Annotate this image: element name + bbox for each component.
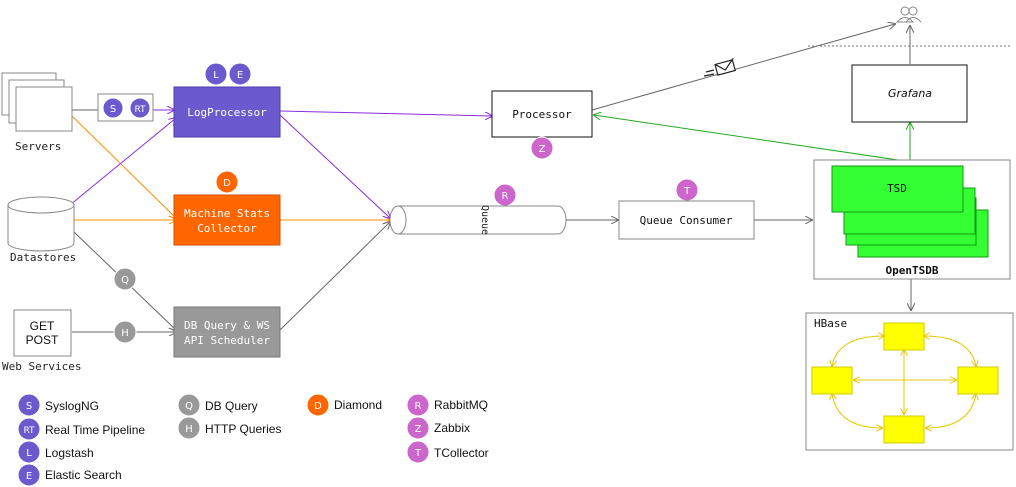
legend-syslogng: SyslogNG xyxy=(45,399,99,413)
hbase-node-right xyxy=(957,366,999,395)
logprocessor-label: LogProcessor xyxy=(187,106,267,119)
web-box-get: GET xyxy=(30,319,55,333)
legend-dbquery: DB Query xyxy=(205,399,258,413)
dbquery-line2: API Scheduler xyxy=(184,334,270,347)
grafana-node xyxy=(851,64,968,123)
legend-zabbix: Zabbix xyxy=(434,421,470,435)
badge-d-text: D xyxy=(223,178,231,189)
grafana-label: Grafana xyxy=(888,87,932,100)
machine-stats-line2: Collector xyxy=(197,222,257,235)
badge-q-text: Q xyxy=(121,275,129,286)
badge-z xyxy=(530,136,554,160)
edge-dbquery-to-queue xyxy=(279,222,390,331)
legend-badge-rt xyxy=(17,417,41,441)
legend-badge-s xyxy=(17,393,41,417)
queue-cylinder xyxy=(389,205,567,235)
legend-diamond: Diamond xyxy=(334,398,382,412)
hbase-edges xyxy=(832,336,976,428)
tsd-stack xyxy=(831,165,989,258)
legend-badge-d-text: D xyxy=(314,401,322,412)
processor-label: Processor xyxy=(512,108,572,121)
servers-stack xyxy=(1,72,73,132)
badge-h xyxy=(113,320,137,344)
legend-badge-h-text: H xyxy=(185,424,193,435)
legend-elastic: Elastic Search xyxy=(45,468,122,482)
badge-r-text: R xyxy=(502,191,509,202)
legend-http: HTTP Queries xyxy=(205,422,281,436)
web-box-post: POST xyxy=(26,333,59,347)
edge-opentsdb-to-processor xyxy=(594,115,899,161)
legend-badge-l xyxy=(17,440,41,464)
queue-consumer-node xyxy=(618,200,755,240)
hbase-node-bottom xyxy=(883,415,925,444)
hbase-nodes xyxy=(811,322,999,444)
legend-badge-z xyxy=(406,416,430,440)
dbquery-line1: DB Query & WS xyxy=(184,319,270,332)
badge-rt-text: RT xyxy=(134,105,146,115)
legend-rabbitmq: RabbitMQ xyxy=(434,398,488,412)
legend-realtime: Real Time Pipeline xyxy=(45,423,145,437)
edge-logprocessor-to-processor xyxy=(279,110,492,116)
badge-l-text: L xyxy=(213,70,219,81)
web-services-label: Web Services xyxy=(2,360,81,373)
edge-datastores-to-logprocessor xyxy=(69,118,176,206)
badge-rt xyxy=(129,97,151,119)
badge-h-text: H xyxy=(121,328,129,339)
badge-d xyxy=(215,170,239,194)
hbase-node-top xyxy=(883,322,925,351)
datastores-label: Datastores xyxy=(10,251,76,264)
web-services-box xyxy=(13,309,72,357)
legend-badge-q-text: Q xyxy=(185,401,193,412)
badge-l xyxy=(204,62,228,86)
machine-stats-line1: Machine Stats xyxy=(184,207,270,220)
processor-node xyxy=(491,90,593,138)
legend-badge-d xyxy=(306,393,330,417)
legend-badge-r-text: R xyxy=(415,401,422,412)
legend-badge-q xyxy=(177,393,201,417)
legend-badge-e-text: E xyxy=(26,471,32,482)
legend-badge-t xyxy=(406,440,430,464)
users-icon xyxy=(895,6,922,23)
badge-s-text: S xyxy=(110,104,116,115)
legend-tcollector: TCollector xyxy=(434,446,489,460)
legend-badge-h xyxy=(177,416,201,440)
opentsdb-label: OpenTSDB xyxy=(886,264,939,277)
hbase-label: HBase xyxy=(814,317,847,330)
badge-z-text: Z xyxy=(539,144,546,155)
legend-badge-t-text: T xyxy=(414,448,422,459)
badge-e-text: E xyxy=(237,70,243,81)
edge-processor-to-users xyxy=(591,24,895,111)
badge-t-text: T xyxy=(683,186,691,197)
legend-logstash: Logstash xyxy=(45,446,94,460)
legend-badge-l-text: L xyxy=(26,448,32,459)
badge-q xyxy=(113,267,137,291)
badge-s xyxy=(102,97,124,119)
logprocessor-node xyxy=(173,86,281,138)
legend: S SyslogNG RT Real Time Pipeline L Logst… xyxy=(17,393,489,487)
datastores-cylinder xyxy=(7,196,75,252)
machine-stats-node xyxy=(173,194,281,246)
legend-badge-r xyxy=(406,393,430,417)
legend-badge-e xyxy=(17,463,41,487)
hbase-node-left xyxy=(811,366,853,395)
dbquery-node xyxy=(173,306,281,358)
tsd-label: TSD xyxy=(887,182,907,195)
legend-badge-rt-text: RT xyxy=(23,426,35,436)
edges xyxy=(69,24,911,332)
legend-badge-z-text: Z xyxy=(415,424,422,435)
servers-label: Servers xyxy=(15,140,61,153)
queue-consumer-label: Queue Consumer xyxy=(640,214,733,227)
edge-servers-to-machine-stats xyxy=(71,115,176,218)
edge-logprocessor-to-queue xyxy=(279,114,390,218)
mail-arrow-icon xyxy=(703,57,736,77)
queue-label: Queue xyxy=(479,205,490,235)
badge-e xyxy=(228,62,252,86)
legend-badge-s-text: S xyxy=(26,401,32,412)
